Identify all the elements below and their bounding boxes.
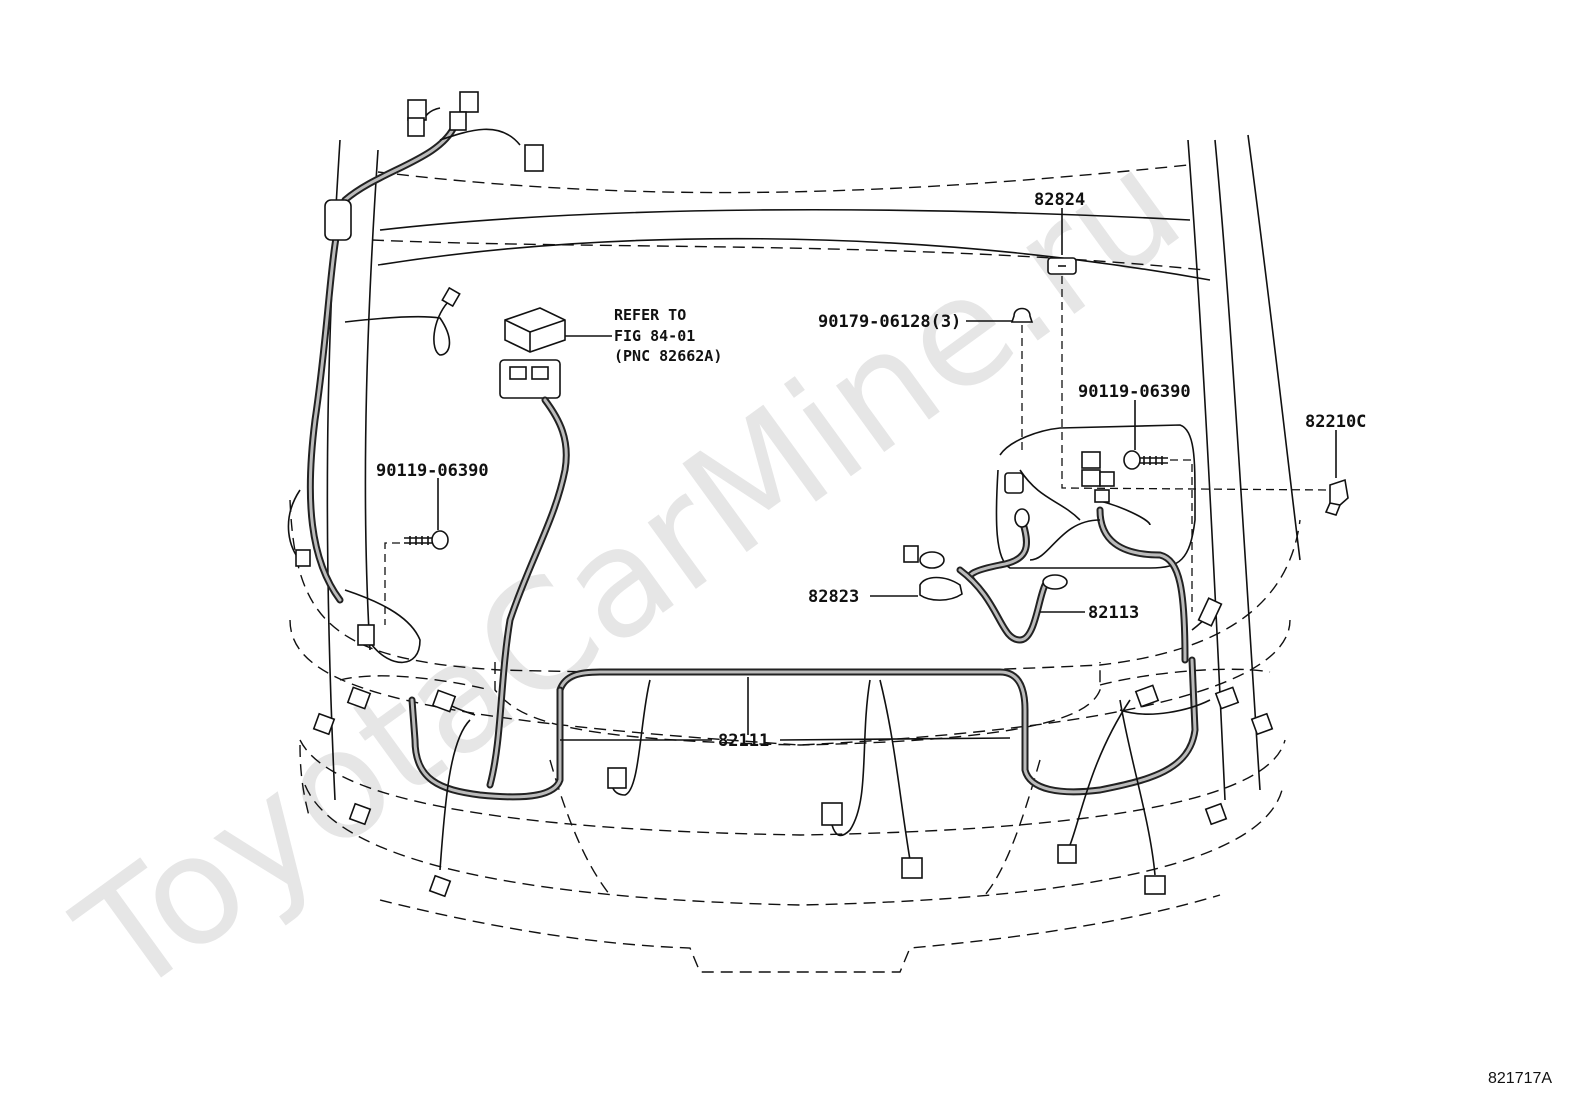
connector-icon xyxy=(901,857,923,879)
car-body-outline xyxy=(289,134,1301,973)
bolt-icon xyxy=(1123,450,1141,470)
connector-icon xyxy=(607,767,627,789)
part-label-82823: 82823 xyxy=(808,587,859,607)
connector-icon xyxy=(1081,451,1101,469)
terminal-cover-icon xyxy=(919,576,963,601)
connector-icon xyxy=(1144,875,1166,895)
left-upper-harness xyxy=(287,91,544,664)
terminal-icon xyxy=(1014,508,1030,528)
nut-icon xyxy=(1010,307,1034,323)
connector-icon xyxy=(1204,802,1228,826)
main-front-harness xyxy=(312,597,1274,898)
connector-icon xyxy=(821,802,843,826)
relay-block xyxy=(499,307,612,399)
connector-icon xyxy=(407,117,425,137)
grommet-connector xyxy=(324,199,352,241)
connector-icon xyxy=(459,91,479,113)
fasteners xyxy=(404,257,1349,550)
connector-icon xyxy=(441,286,461,308)
connector-icon xyxy=(407,99,427,121)
leader-lines xyxy=(384,208,1337,741)
diagram-code: 821717A xyxy=(1488,1070,1552,1087)
connector-icon xyxy=(903,545,919,563)
part-label-82113: 82113 xyxy=(1088,603,1139,623)
reference-note-line3: (PNC 82662A) xyxy=(614,347,722,365)
connector-icon xyxy=(1134,684,1160,708)
connector-icon xyxy=(346,686,372,710)
part-label-82111: 82111 xyxy=(718,731,769,751)
terminal-icon xyxy=(1042,574,1068,590)
reference-note-line1: REFER TO xyxy=(614,306,686,324)
connector-icon xyxy=(1057,844,1077,864)
connector-icon xyxy=(1004,472,1024,494)
part-label-82210C: 82210C xyxy=(1305,412,1366,432)
relay-feed-harness xyxy=(486,396,570,789)
connector-icon xyxy=(1214,686,1240,710)
bracket-icon xyxy=(1197,597,1223,627)
connector-icon xyxy=(524,144,544,172)
right-battery-area xyxy=(903,424,1196,664)
connector-icon xyxy=(312,712,336,736)
sensor-icon xyxy=(1329,478,1349,506)
connector-icon xyxy=(1250,712,1274,736)
connector-icon xyxy=(431,689,457,713)
bolt-icon xyxy=(431,530,449,550)
connector-icon xyxy=(428,874,452,898)
connector-icon xyxy=(449,111,467,131)
bracket-icon xyxy=(357,624,375,646)
connector-icon xyxy=(1081,469,1101,487)
connector-icon xyxy=(1099,471,1115,487)
part-label-90119-06390-right: 90119-06390 xyxy=(1078,382,1191,402)
reference-note-line2: FIG 84-01 xyxy=(614,327,695,345)
part-label-90179-06128: 90179-06128(3) xyxy=(818,312,961,332)
part-label-90119-06390-left: 90119-06390 xyxy=(376,461,489,481)
connector-icon xyxy=(295,549,311,567)
part-label-82824: 82824 xyxy=(1034,190,1085,210)
terminal-icon xyxy=(919,551,945,569)
connector-icon xyxy=(1094,489,1110,503)
connector-icon xyxy=(348,802,372,826)
